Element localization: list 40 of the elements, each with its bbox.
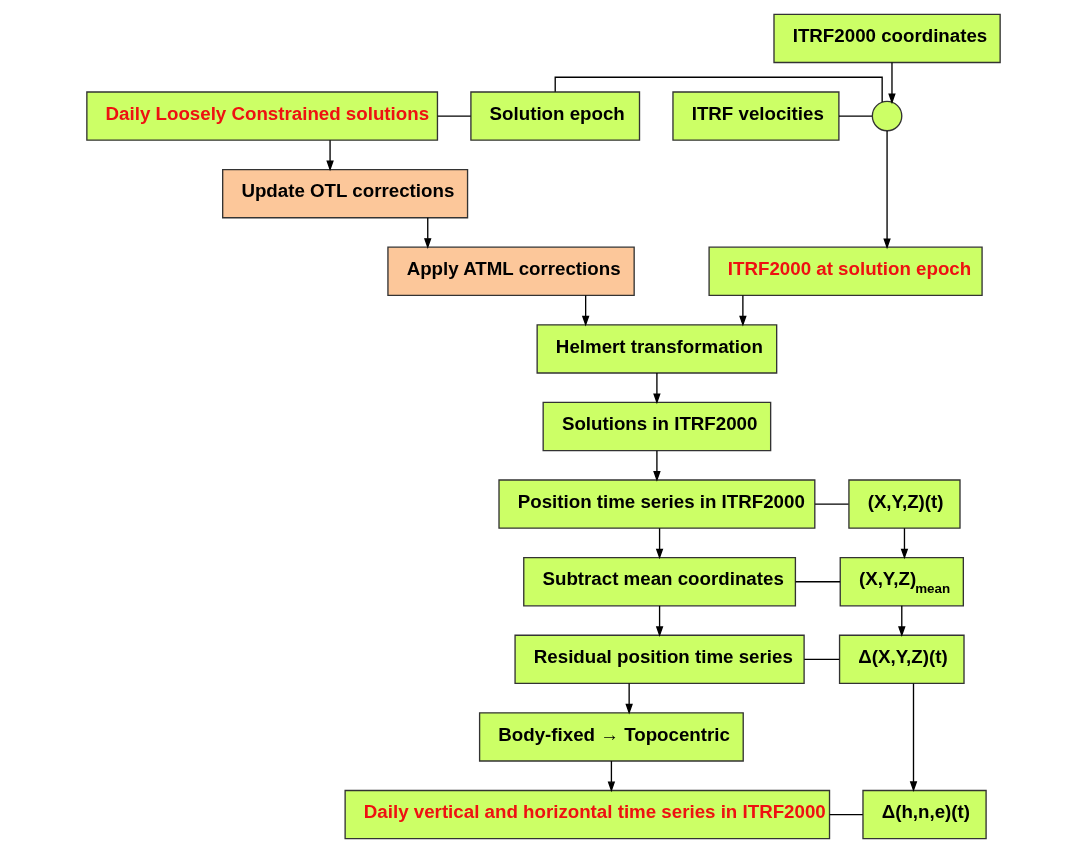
node-box: Δ(h,n,e)(t): [861, 789, 987, 839]
connector: [803, 658, 840, 660]
connector: [828, 813, 863, 815]
arrow: [655, 527, 663, 559]
node-box: Apply ATML corrections: [386, 246, 635, 296]
arrow: [652, 449, 661, 482]
connector: [794, 580, 841, 582]
arrow: [624, 682, 633, 715]
node-box: Body-fixed → Topocentric: [478, 711, 744, 762]
arrow: [581, 294, 589, 327]
node-circle: [871, 100, 902, 131]
arrow: [900, 527, 908, 559]
arrow: [652, 371, 661, 404]
arrow: [607, 759, 615, 792]
node-box: ITRF2000 at solution epoch: [707, 246, 983, 296]
arrow: [887, 61, 896, 104]
node-box: Position time series in ITRF2000: [497, 478, 815, 529]
arrow: [738, 294, 747, 327]
node-box: Daily Loosely Constrained solutions: [85, 90, 438, 141]
arrow: [909, 682, 917, 792]
arrow: [423, 216, 431, 249]
arrow: [882, 129, 891, 249]
node-box: Update OTL corrections: [221, 168, 468, 218]
node-box: Residual position time series: [513, 634, 805, 684]
arrow: [655, 604, 663, 637]
node-box: (X,Y,Z)(t): [847, 478, 961, 529]
node-box: Solution epoch: [469, 90, 640, 141]
node-box: ITRF velocities: [671, 90, 840, 141]
arrow: [325, 139, 334, 171]
node-box: (X,Y,Z)$_{mean}$: [839, 556, 964, 606]
node-box: Δ(X,Y,Z)(t): [838, 634, 965, 684]
node-box: Helmert transformation: [535, 323, 777, 374]
connector: [813, 502, 849, 505]
node-box: Subtract mean coordinates: [522, 556, 796, 606]
connector: [837, 114, 873, 117]
node-box: Daily vertical and horizontal time series in ITRF2000: [343, 789, 830, 839]
node-box: ITRF2000 coordinates: [772, 13, 1001, 63]
node-box: Solutions in ITRF2000: [542, 401, 771, 451]
arrow: [897, 604, 906, 637]
connector: [436, 114, 471, 117]
